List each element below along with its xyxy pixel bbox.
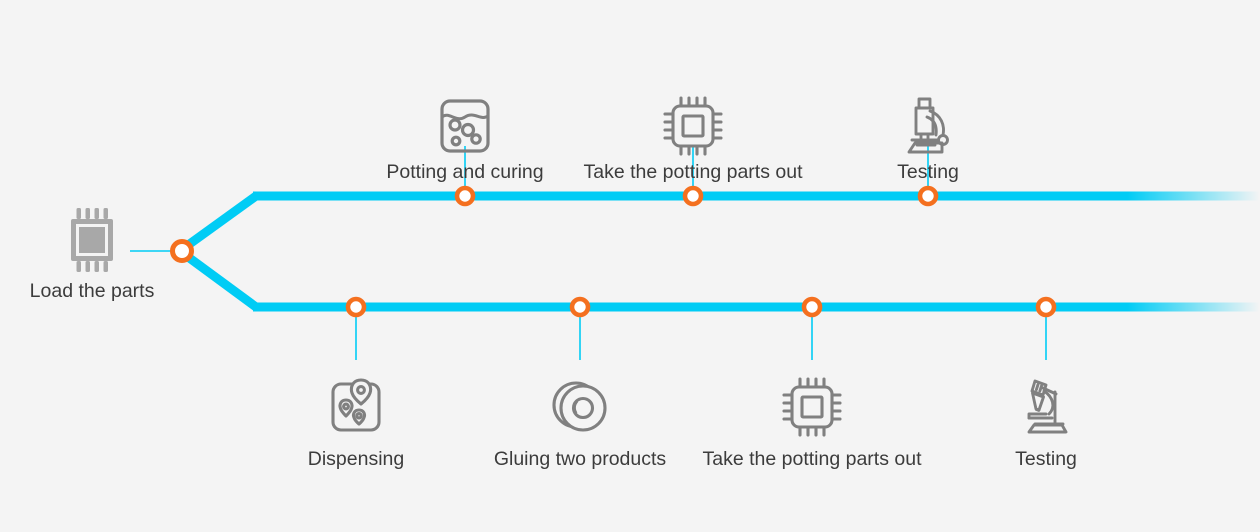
node-marker-bottom-2[interactable]: [569, 296, 591, 318]
step-label-load-the-parts: Load the parts: [29, 280, 155, 302]
chip-filled-icon: [54, 202, 130, 278]
node-marker-top-1[interactable]: [454, 185, 476, 207]
two-discs-icon: [542, 369, 618, 445]
step-label-potting-and-curing: Potting and curing: [386, 161, 544, 183]
microscope-icon: [890, 88, 966, 164]
beaker-liquid-icon: [427, 88, 503, 164]
step-label-testing-top: Testing: [897, 161, 959, 183]
step-label-take-the-potting-parts-out-top: Take the potting parts out: [583, 161, 803, 183]
chip-outline-icon: [774, 369, 850, 445]
step-label-testing-bottom: Testing: [1015, 448, 1077, 470]
fork-node-marker[interactable]: [170, 239, 194, 263]
step-label-gluing-two-products: Gluing two products: [493, 448, 667, 470]
fork-lower-path: [181, 250, 259, 311]
node-marker-bottom-4[interactable]: [1035, 296, 1057, 318]
fork-upper-path: [181, 192, 259, 252]
microscope-tilted-icon: [1008, 369, 1084, 445]
step-label-take-the-potting-parts-out-bottom: Take the potting parts out: [702, 448, 922, 470]
dispensing-drops-icon: [318, 369, 394, 445]
step-label-dispensing: Dispensing: [307, 448, 405, 470]
top-rail-fade: [1070, 191, 1260, 201]
node-marker-bottom-3[interactable]: [801, 296, 823, 318]
node-marker-bottom-1[interactable]: [345, 296, 367, 318]
node-marker-top-2[interactable]: [682, 185, 704, 207]
node-marker-top-3[interactable]: [917, 185, 939, 207]
bottom-rail-fade: [1070, 302, 1260, 312]
chip-outline-icon: [655, 88, 731, 164]
